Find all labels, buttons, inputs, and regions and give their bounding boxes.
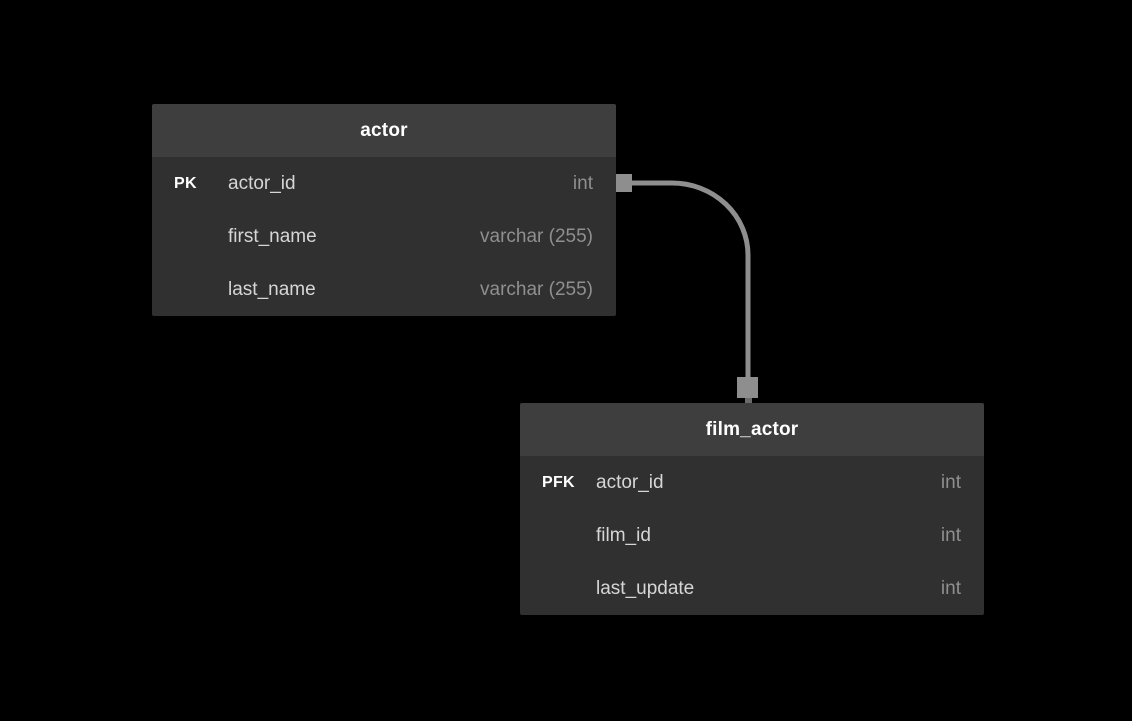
- table-film-actor-header[interactable]: film_actor: [520, 403, 984, 456]
- field-type: varchar (255): [480, 278, 593, 300]
- field-type: varchar (255): [480, 225, 593, 247]
- field-name: last_update: [596, 577, 695, 599]
- field-name: last_name: [228, 278, 316, 300]
- table-actor-body: PK actor_id int first_name varchar (255)…: [152, 157, 616, 316]
- table-row[interactable]: PFK actor_id int: [520, 456, 984, 509]
- table-actor-title: actor: [360, 119, 408, 141]
- connection-handle-source[interactable]: [614, 174, 632, 192]
- table-row[interactable]: first_name varchar (255): [152, 210, 616, 263]
- field-type: int: [940, 577, 961, 599]
- table-actor-header[interactable]: actor: [152, 104, 616, 157]
- field-type: int: [572, 172, 593, 194]
- table-row[interactable]: PK actor_id int: [152, 157, 616, 210]
- key-badge: PFK: [542, 473, 575, 491]
- field-type: int: [940, 471, 961, 493]
- field-name: actor_id: [596, 471, 664, 493]
- connection-handle-target[interactable]: [737, 377, 758, 398]
- table-row[interactable]: last_name varchar (255): [152, 263, 616, 316]
- table-film-actor[interactable]: film_actor PFK actor_id int film_id int …: [520, 403, 984, 615]
- table-film-actor-title: film_actor: [705, 418, 799, 440]
- field-name: actor_id: [228, 172, 296, 194]
- relationship-line[interactable]: [616, 180, 751, 382]
- key-badge: PK: [174, 174, 197, 192]
- field-type: int: [940, 524, 961, 546]
- table-row[interactable]: last_update int: [520, 562, 984, 615]
- field-name: first_name: [228, 225, 317, 247]
- field-name: film_id: [596, 524, 651, 546]
- table-actor[interactable]: actor PK actor_id int first_name varchar…: [152, 104, 616, 316]
- table-film-actor-body: PFK actor_id int film_id int last_update…: [520, 456, 984, 615]
- table-row[interactable]: film_id int: [520, 509, 984, 562]
